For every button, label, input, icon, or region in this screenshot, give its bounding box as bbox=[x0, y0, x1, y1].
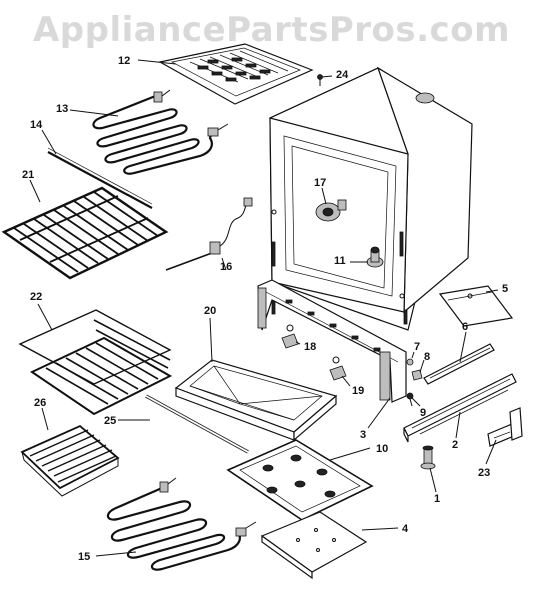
label-9: 9 bbox=[420, 407, 426, 419]
broil-pan-rack-22[interactable] bbox=[18, 309, 173, 416]
bracket-5[interactable] bbox=[438, 285, 514, 327]
label-18: 18 bbox=[304, 341, 316, 353]
label-3: 3 bbox=[360, 429, 366, 441]
label-1: 1 bbox=[434, 493, 440, 505]
label-13: 13 bbox=[56, 103, 68, 115]
broil-element-13[interactable] bbox=[92, 89, 229, 175]
glide-7[interactable] bbox=[406, 358, 414, 366]
screw-9[interactable] bbox=[406, 392, 414, 407]
label-8: 8 bbox=[424, 351, 430, 363]
bake-element-15[interactable] bbox=[106, 477, 257, 571]
label-16: 16 bbox=[220, 261, 232, 273]
label-24: 24 bbox=[336, 69, 349, 81]
bake-pan-10[interactable] bbox=[226, 439, 374, 521]
front-frame-3[interactable] bbox=[257, 279, 407, 403]
clip-8[interactable] bbox=[411, 369, 423, 381]
label-11: 11 bbox=[334, 255, 346, 267]
drawer-rod-25[interactable] bbox=[145, 394, 249, 454]
light-socket-11[interactable] bbox=[366, 246, 384, 268]
bracket-rod-14[interactable] bbox=[47, 147, 153, 209]
oven-light-17[interactable] bbox=[315, 199, 347, 222]
label-22: 22 bbox=[30, 291, 42, 303]
label-14: 14 bbox=[30, 119, 43, 131]
label-21: 21 bbox=[22, 169, 34, 181]
leveling-leg-1[interactable] bbox=[420, 445, 436, 470]
watermark: AppliancePartsPros.com bbox=[32, 10, 510, 50]
label-10: 10 bbox=[376, 443, 388, 455]
label-12: 12 bbox=[118, 55, 130, 67]
broil-pan-grid-12[interactable] bbox=[158, 43, 314, 105]
hinge-19[interactable] bbox=[329, 356, 347, 381]
bracket-23[interactable] bbox=[487, 407, 523, 447]
part-number-labels: 12 24 13 14 21 17 16 11 5 22 20 18 19 6 … bbox=[22, 55, 508, 563]
small-rack-26[interactable] bbox=[20, 424, 120, 497]
hinge-18[interactable] bbox=[281, 324, 299, 349]
label-4: 4 bbox=[402, 523, 409, 535]
label-19: 19 bbox=[352, 385, 364, 397]
leader-lines bbox=[29, 59, 499, 557]
label-7: 7 bbox=[414, 341, 420, 353]
oven-rack-21[interactable] bbox=[1, 186, 169, 280]
label-20: 20 bbox=[204, 305, 216, 317]
drawer-slide-2[interactable] bbox=[403, 373, 517, 443]
label-6: 6 bbox=[462, 321, 468, 333]
label-26: 26 bbox=[34, 397, 46, 409]
cover-plate-4[interactable] bbox=[260, 511, 368, 580]
oven-cavity[interactable] bbox=[269, 66, 473, 331]
label-2: 2 bbox=[452, 439, 458, 451]
label-5: 5 bbox=[502, 283, 508, 295]
label-15: 15 bbox=[78, 551, 90, 563]
label-17: 17 bbox=[314, 177, 326, 189]
rail-6[interactable] bbox=[423, 343, 495, 385]
drawer-pan-20[interactable] bbox=[174, 359, 338, 442]
oven-sensor-16[interactable] bbox=[165, 197, 253, 271]
label-23: 23 bbox=[478, 467, 490, 479]
label-25: 25 bbox=[104, 415, 116, 427]
screw-24[interactable] bbox=[317, 74, 323, 87]
